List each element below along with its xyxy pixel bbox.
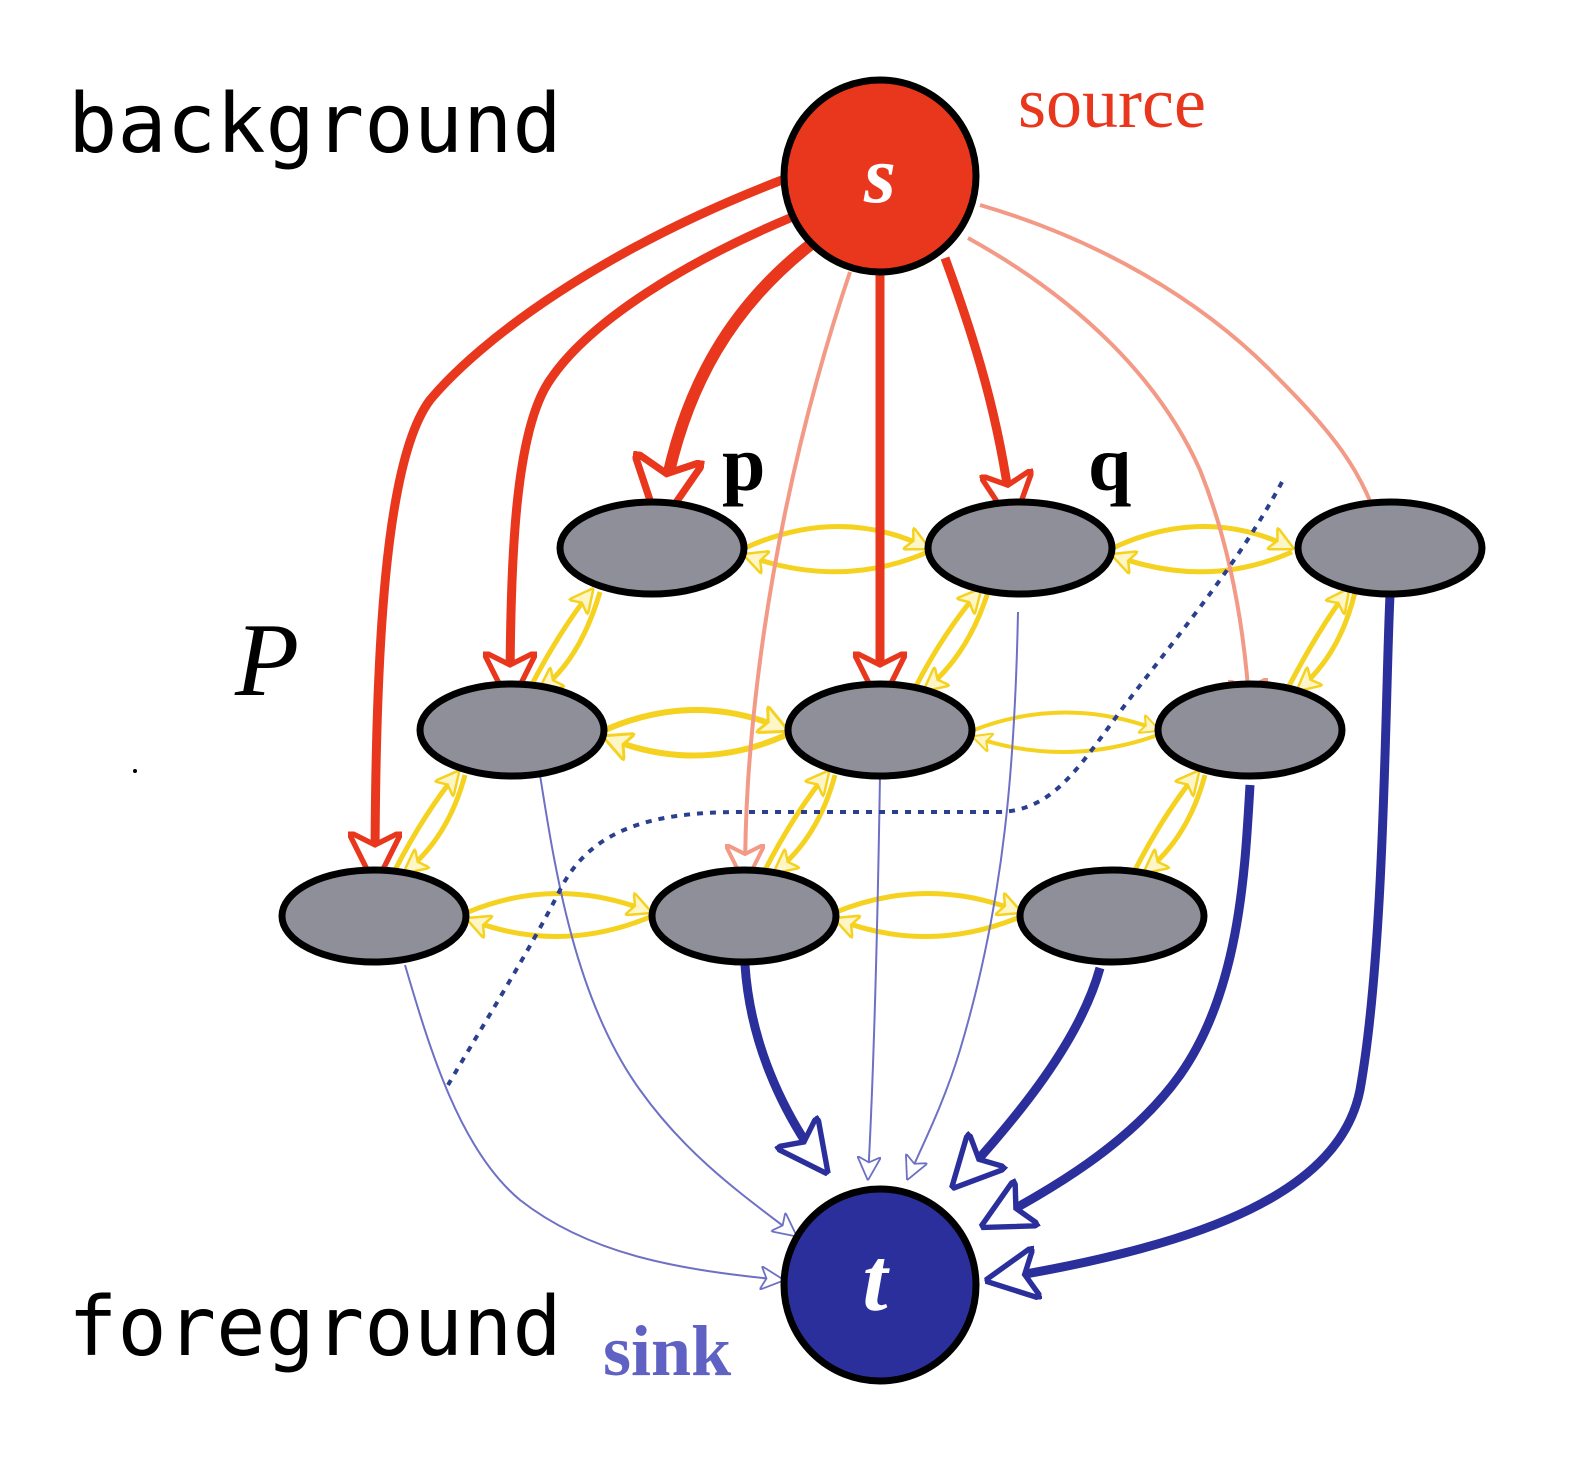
sink-link: [404, 964, 782, 1280]
sink-links: [404, 594, 1395, 1280]
source-node-label: s: [863, 129, 896, 220]
neighbor-link: [1113, 552, 1293, 572]
pixel-node[interactable]: [1154, 680, 1346, 780]
neighbor-link: [775, 774, 838, 872]
neighbor-link: [974, 735, 1159, 754]
source-link: [940, 256, 1012, 520]
pixel-node-q[interactable]: [924, 498, 1116, 598]
background-label: background: [68, 77, 562, 172]
pixel-label-q: q: [1088, 420, 1131, 507]
pixel-node[interactable]: [784, 680, 976, 780]
sink-link: [985, 784, 1255, 1225]
sink-link: [990, 594, 1395, 1280]
source-link: [745, 271, 852, 880]
neighbor-link: [762, 772, 828, 872]
pixel-set-label-P: P: [234, 601, 299, 718]
source-link: [967, 236, 1250, 715]
neighbor-links: [392, 524, 1358, 939]
neighbor-link: [743, 524, 928, 549]
pixel-node-grid: [278, 498, 1486, 966]
pixel-node[interactable]: [1016, 866, 1208, 966]
sink-link: [539, 774, 795, 1235]
sink-link: [908, 611, 1019, 1178]
neighbor-link: [1132, 772, 1198, 872]
neighbor-link: [467, 891, 650, 913]
neighbor-link: [836, 917, 1021, 939]
neighbor-link: [468, 917, 651, 939]
pixel-node[interactable]: [278, 866, 470, 966]
pixel-node-p[interactable]: [556, 498, 748, 598]
sink-node[interactable]: t: [780, 1185, 980, 1385]
stray-dot: [133, 769, 137, 773]
neighbor-link: [925, 591, 991, 690]
neighbor-link: [912, 590, 980, 690]
neighbor-link: [835, 891, 1020, 913]
neighbor-link: [405, 774, 468, 872]
neighbor-link: [745, 552, 929, 572]
sink-link: [955, 966, 1105, 1185]
sink-link: [740, 964, 825, 1170]
pixel-node[interactable]: [1294, 498, 1486, 598]
source-node[interactable]: s: [780, 76, 980, 276]
neighbor-link: [1145, 774, 1208, 872]
sink-label: sink: [603, 1311, 731, 1391]
neighbor-link: [973, 710, 1158, 731]
sink-node-circle: [780, 1185, 980, 1385]
pixel-node[interactable]: [648, 866, 840, 966]
source-link: [510, 213, 792, 700]
sink-node-label: t: [862, 1231, 890, 1330]
source-label: source: [1018, 63, 1206, 143]
source-link: [979, 203, 1383, 540]
neighbor-link: [605, 735, 788, 756]
cut-boundary-line: [446, 481, 1284, 1087]
source-link: [375, 175, 784, 880]
neighbor-link: [603, 710, 786, 730]
neighbor-link: [1285, 590, 1348, 690]
neighbor-link: [540, 591, 603, 690]
pixel-node[interactable]: [416, 680, 608, 780]
foreground-label: foreground: [68, 1280, 562, 1375]
sink-link: [868, 774, 880, 1178]
neighbor-link: [1298, 591, 1358, 690]
pixel-label-p: p: [722, 420, 765, 507]
source-links: [375, 175, 1383, 880]
source-link: [660, 240, 814, 520]
source-node-circle: [780, 76, 980, 276]
neighbor-link: [1111, 524, 1292, 549]
